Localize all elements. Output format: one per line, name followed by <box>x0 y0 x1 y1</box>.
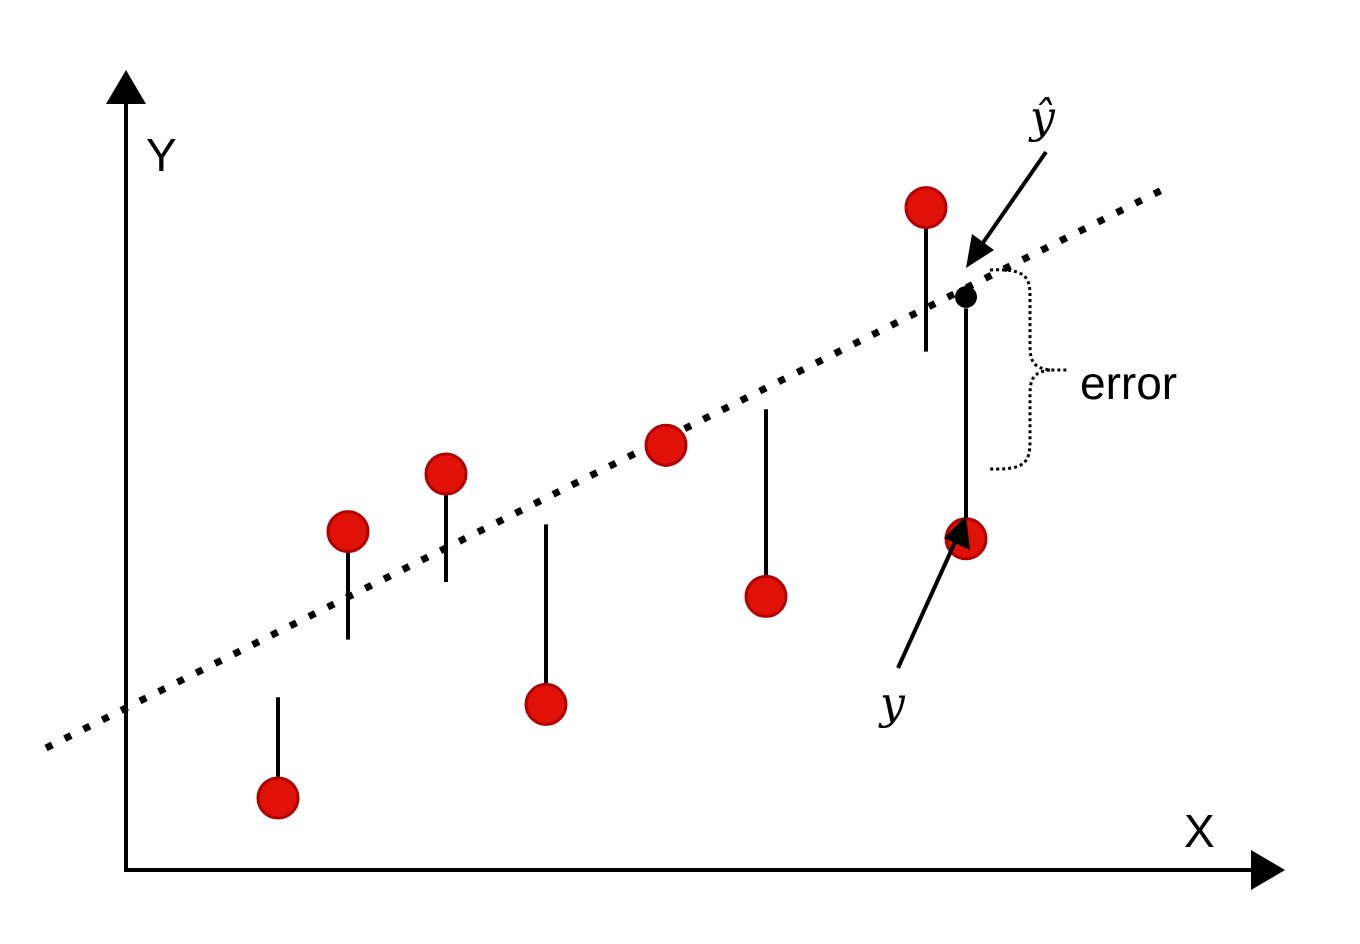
y-axis-label: Y <box>146 129 177 181</box>
y-arrow <box>896 539 958 669</box>
data-points <box>256 186 988 820</box>
x-axis-label: X <box>1184 805 1215 857</box>
y-arrowhead <box>944 516 970 550</box>
error-brace <box>989 268 1068 471</box>
y-label: y <box>878 678 906 729</box>
y-hat-arrowhead <box>966 234 994 268</box>
x-axis-arrow <box>1251 850 1285 890</box>
data-point <box>644 423 688 467</box>
y-hat-arrow <box>976 150 1048 252</box>
regression-line <box>44 183 1170 752</box>
axes: Y X <box>106 70 1285 890</box>
data-point <box>524 682 568 726</box>
predicted-point <box>955 286 977 308</box>
y-axis-arrow <box>106 70 146 104</box>
data-point <box>256 776 300 820</box>
y-hat-label: ŷ <box>1028 92 1056 143</box>
data-point <box>424 452 468 496</box>
data-point <box>326 510 370 554</box>
data-point <box>904 186 948 230</box>
error-label: error <box>1080 357 1177 409</box>
residual-lines <box>276 207 968 798</box>
data-point <box>744 574 788 618</box>
